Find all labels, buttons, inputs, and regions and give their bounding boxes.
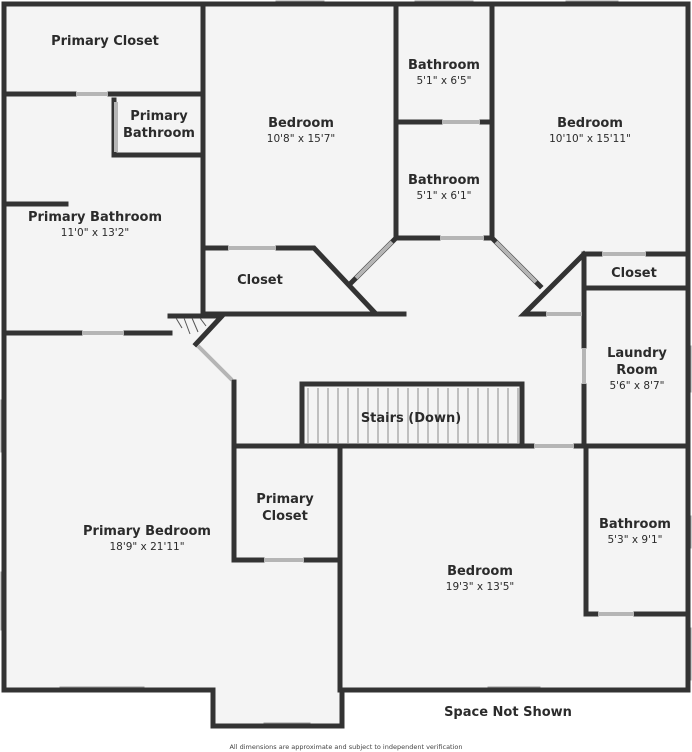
room-dims-primary-bathroom: 11'0" x 13'2"	[61, 227, 129, 239]
room-dims-bedroom-bottom: 19'3" x 13'5"	[446, 581, 514, 593]
space-not-shown-label: Space Not Shown	[444, 705, 572, 720]
room-dims-bedroom-top-left: 10'8" x 15'7"	[267, 133, 335, 145]
room-label-bathroom-top: Bathroom	[408, 58, 480, 73]
room-label-bathroom-mid: Bathroom	[408, 173, 480, 188]
room-label-closet-right: Closet	[611, 266, 657, 281]
room-label-closet-left: Closet	[237, 273, 283, 288]
room-dims-bathroom-mid: 5'1" x 6'1"	[416, 190, 471, 202]
room-label-laundry-2: Room	[616, 363, 657, 378]
room-label-primary-closet-mid-2: Closet	[262, 509, 308, 524]
room-label-laundry-1: Laundry	[607, 346, 667, 361]
room-dims-primary-bedroom: 18'9" x 21'11"	[109, 541, 184, 553]
floor-area	[4, 4, 688, 726]
stair-treads	[307, 388, 519, 443]
room-label-bedroom-top-right: Bedroom	[557, 116, 623, 131]
room-dims-bathroom-bottom-right: 5'3" x 9'1"	[607, 534, 662, 546]
room-label-bedroom-bottom: Bedroom	[447, 564, 513, 579]
room-label-primary-bedroom: Primary Bedroom	[83, 524, 211, 539]
room-label-primary-bathroom-small-1: Primary	[130, 109, 188, 124]
room-label-stairs: Stairs (Down)	[361, 411, 461, 426]
doors	[76, 92, 646, 616]
room-label-primary-closet-mid-1: Primary	[256, 492, 314, 507]
room-dims-bathroom-top: 5'1" x 6'5"	[416, 75, 471, 87]
room-label-primary-bathroom-small-2: Bathroom	[123, 126, 195, 141]
room-label-primary-bathroom: Primary Bathroom	[28, 210, 162, 225]
room-label-bedroom-top-left: Bedroom	[268, 116, 334, 131]
footer-disclaimer: All dimensions are approximate and subje…	[229, 743, 462, 751]
room-label-primary-closet-top: Primary Closet	[51, 34, 159, 49]
stair-triangle-hatch	[175, 317, 207, 335]
room-dims-laundry: 5'6" x 8'7"	[609, 380, 664, 392]
walls	[1, 1, 691, 729]
room-dims-bedroom-top-right: 10'10" x 15'11"	[549, 133, 631, 145]
room-label-bathroom-bottom-right: Bathroom	[599, 517, 671, 532]
